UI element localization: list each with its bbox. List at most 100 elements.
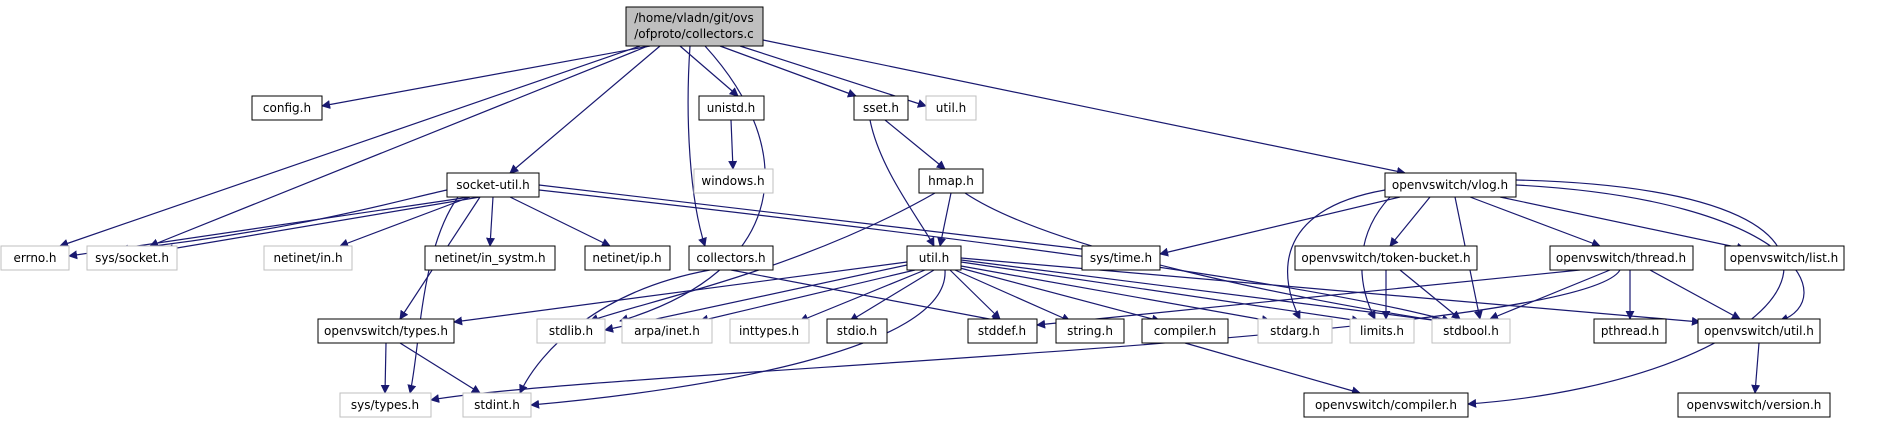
node-errno-h[interactable]: errno.h: [0, 245, 70, 271]
include-edge: [1649, 269, 1741, 320]
node-util-h[interactable]: util.h: [906, 245, 962, 271]
include-edge: [699, 269, 916, 324]
include-edge: [1159, 196, 1401, 257]
node-label: openvswitch/compiler.h: [1315, 398, 1457, 412]
node-label: sys/time.h: [1090, 251, 1152, 265]
include-edge: [509, 45, 661, 174]
include-edge: [687, 45, 707, 247]
include-edge: [59, 45, 641, 248]
include-edge: [1489, 269, 1611, 321]
include-edge: [119, 189, 448, 254]
node-sset-h[interactable]: sset.h: [853, 95, 909, 121]
include-edge: [954, 269, 1071, 322]
node-util-h-top[interactable]: util.h: [925, 95, 977, 121]
node-openvswitch-compiler-h[interactable]: openvswitch/compiler.h: [1303, 392, 1469, 418]
node-sys-socket-h[interactable]: sys/socket.h: [86, 245, 178, 271]
include-edge: [486, 196, 495, 247]
include-edge: [380, 342, 390, 394]
node-stdlib-h[interactable]: stdlib.h: [536, 318, 606, 344]
node-label: windows.h: [701, 174, 764, 188]
node-label: arpa/inet.h: [634, 324, 700, 338]
include-edge: [509, 196, 611, 247]
include-edge: [619, 45, 766, 323]
node-stddef-h[interactable]: stddef.h: [967, 318, 1038, 344]
node-openvswitch-vlog-h[interactable]: openvswitch/vlog.h: [1384, 172, 1517, 198]
include-edge: [399, 342, 481, 394]
node-label: openvswitch/thread.h: [1556, 251, 1686, 265]
root-label-line2: /ofproto/collectors.c: [634, 27, 754, 41]
node-label: hmap.h: [928, 174, 974, 188]
include-edge: [407, 196, 459, 394]
node-config-h[interactable]: config.h: [251, 95, 323, 121]
node-root-collectors-c[interactable]: /home/vladn/git/ovs /ofproto/collectors.…: [625, 6, 764, 47]
node-label: openvswitch/version.h: [1687, 398, 1822, 412]
node-openvswitch-token-bucket-h[interactable]: openvswitch/token-bucket.h: [1294, 245, 1478, 271]
node-label: inttypes.h: [739, 324, 799, 338]
node-sys-time-h[interactable]: sys/time.h: [1081, 245, 1161, 271]
node-stdbool-h[interactable]: stdbool.h: [1431, 318, 1511, 344]
node-limits-h[interactable]: limits.h: [1349, 318, 1415, 344]
node-collectors-h[interactable]: collectors.h: [688, 245, 774, 271]
include-edge: [1389, 196, 1431, 247]
node-windows-h[interactable]: windows.h: [693, 168, 774, 194]
include-edge: [538, 184, 1091, 254]
node-openvswitch-util-h[interactable]: openvswitch/util.h: [1697, 318, 1821, 344]
node-openvswitch-thread-h[interactable]: openvswitch/thread.h: [1549, 245, 1694, 271]
node-compiler-h[interactable]: compiler.h: [1141, 318, 1229, 344]
node-label: util.h: [919, 251, 949, 265]
include-edge: [730, 269, 1001, 324]
include-edge: [884, 119, 946, 170]
node-netinet-in-h[interactable]: netinet/in.h: [263, 245, 353, 271]
node-label: compiler.h: [1154, 324, 1217, 338]
include-edge: [453, 261, 908, 326]
root-label-line1: /home/vladn/git/ovs: [634, 11, 754, 25]
node-hmap-h[interactable]: hmap.h: [918, 168, 984, 194]
include-edge: [1467, 179, 1785, 408]
node-label: openvswitch/vlog.h: [1392, 178, 1508, 192]
node-label: netinet/in_systm.h: [434, 251, 545, 265]
node-label: stdarg.h: [1270, 324, 1320, 338]
node-openvswitch-list-h[interactable]: openvswitch/list.h: [1724, 245, 1845, 271]
node-inttypes-h[interactable]: inttypes.h: [729, 318, 810, 344]
include-edge: [1184, 342, 1361, 396]
node-stdarg-h[interactable]: stdarg.h: [1257, 318, 1333, 344]
node-label: config.h: [263, 101, 311, 115]
node-string-h[interactable]: string.h: [1055, 318, 1125, 344]
node-label: errno.h: [14, 251, 57, 265]
include-edge: [960, 261, 1361, 325]
include-edge: [719, 45, 857, 98]
include-edge: [959, 267, 1161, 324]
node-openvswitch-types-h[interactable]: openvswitch/types.h: [317, 318, 455, 344]
node-label: sset.h: [863, 101, 899, 115]
node-netinet-ip-h[interactable]: netinet/ip.h: [584, 245, 671, 271]
node-stdio-h[interactable]: stdio.h: [826, 318, 888, 344]
node-stdint-h[interactable]: stdint.h: [462, 392, 532, 418]
node-netinet-in-systm-h[interactable]: netinet/in_systm.h: [424, 245, 556, 271]
node-label: stdlib.h: [549, 324, 593, 338]
node-label: netinet/ip.h: [592, 251, 661, 265]
include-edge: [538, 189, 1451, 324]
node-arpa-inet-h[interactable]: arpa/inet.h: [621, 318, 713, 344]
include-edge: [960, 259, 1441, 325]
include-edge: [799, 269, 926, 323]
include-edge: [530, 269, 946, 409]
include-edge: [1287, 189, 1386, 320]
node-label: openvswitch/util.h: [1704, 324, 1814, 338]
node-unistd-h[interactable]: unistd.h: [698, 95, 765, 121]
include-edge: [1469, 196, 1601, 248]
node-label: stdbool.h: [1443, 324, 1499, 338]
node-label: sys/types.h: [351, 398, 419, 412]
node-label: util.h: [936, 101, 966, 115]
include-edge: [762, 39, 1406, 176]
include-edge: [339, 196, 471, 248]
node-openvswitch-version-h[interactable]: openvswitch/version.h: [1677, 392, 1831, 418]
node-label: stdio.h: [837, 324, 877, 338]
node-label: netinet/in.h: [273, 251, 342, 265]
node-pthread-h[interactable]: pthread.h: [1593, 318, 1667, 344]
node-sys-types-h[interactable]: sys/types.h: [339, 392, 432, 418]
node-label: collectors.h: [696, 251, 765, 265]
node-socket-util-h[interactable]: socket-util.h: [446, 172, 540, 198]
node-label: pthread.h: [1601, 324, 1659, 338]
node-label: string.h: [1067, 324, 1113, 338]
